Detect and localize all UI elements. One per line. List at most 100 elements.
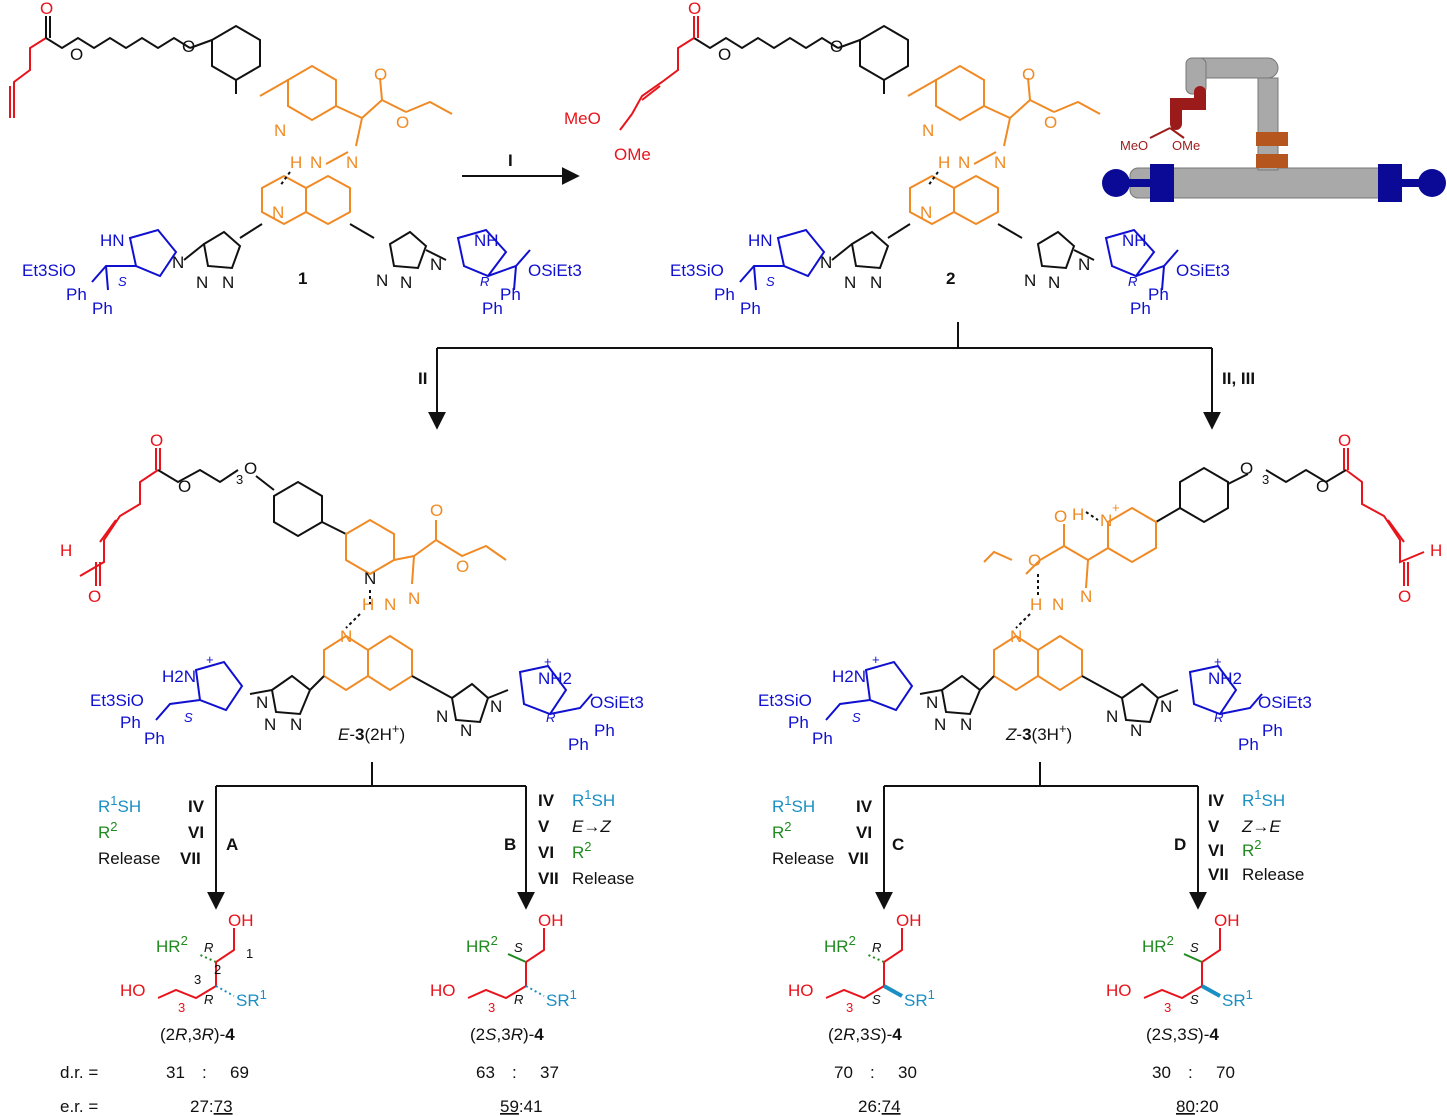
OMe-2: OMe xyxy=(614,145,651,164)
compound-Z3-structure: O H O O O 3 H N + O O N H N N xyxy=(758,431,1442,754)
Z3-carbonyl-O: O xyxy=(1338,431,1351,450)
pyrrolidine-HN-left-2: HN xyxy=(748,231,773,250)
product-SR1: SR1 xyxy=(546,987,577,1010)
dr-colon: : xyxy=(870,1063,875,1082)
stereo-R-2: R xyxy=(1128,274,1137,289)
er-value: 59:41 xyxy=(500,1097,543,1116)
C-reagent-1: R1SH xyxy=(772,793,815,816)
C2-bond xyxy=(1183,953,1203,963)
product-SR1: SR1 xyxy=(1222,987,1253,1010)
B-reagent-4: Release xyxy=(572,869,634,888)
product-HO: HO xyxy=(1106,981,1132,1000)
Z3-Ph-b-right: Ph xyxy=(1238,735,1259,754)
C2-bond xyxy=(197,953,217,963)
arrow-label-II-III: II, III xyxy=(1222,369,1255,388)
compound-2-structure: O O O MeO OMe N O O N H N N xyxy=(564,0,1230,318)
product-sub3: 3 xyxy=(488,1000,495,1015)
C2-bond xyxy=(507,953,527,963)
dr-value-a: 70 xyxy=(834,1063,853,1082)
C3-bond xyxy=(525,985,545,997)
Z3-hydrazone-N: N xyxy=(1080,587,1092,606)
Z3-plus-left: + xyxy=(872,652,880,667)
product-name: (2R,3S)-4 xyxy=(828,1025,902,1044)
product-OH: OH xyxy=(538,911,564,930)
compound-E3-structure: O H O O O 3 N O O N H N N xyxy=(60,431,644,754)
A-reagent-3: Release xyxy=(98,849,160,868)
Ph-b-right-1: Ph xyxy=(482,299,503,318)
B-reagent-2: E→Z xyxy=(572,817,611,836)
E3-triazole-N3-left: N xyxy=(290,715,302,734)
C-step-2: VI xyxy=(856,823,872,842)
product-OH: OH xyxy=(896,911,922,930)
triazole-N3-right: N xyxy=(430,255,442,274)
B-step-3: VI xyxy=(538,843,554,862)
hydrazone-core xyxy=(259,64,453,226)
OSiEt3-right-2: OSiEt3 xyxy=(1176,261,1230,280)
Z3-pyridinium-N: N xyxy=(1100,511,1112,530)
D-step-1: IV xyxy=(1208,791,1225,810)
product-HO: HO xyxy=(430,981,456,1000)
Ph-a-left-1: Ph xyxy=(66,285,87,304)
E3-NH-H: H xyxy=(362,595,374,614)
Z3-Ph-a-right: Ph xyxy=(1262,721,1283,740)
dr-colon: : xyxy=(512,1063,517,1082)
triazole-N1-right: N xyxy=(376,271,388,290)
triazole-N2-left: N xyxy=(196,273,208,292)
Z3-OSiEt3: OSiEt3 xyxy=(1258,693,1312,712)
B-step-4: VII xyxy=(538,869,559,888)
pyridine-N-2: N xyxy=(922,121,934,140)
Z3-NH-H: H xyxy=(1030,595,1042,614)
Z3-ester-O: O xyxy=(1028,551,1041,570)
C3-bond xyxy=(215,985,235,997)
dr-value-a: 31 xyxy=(166,1063,185,1082)
D-reagent-4: Release xyxy=(1242,865,1304,884)
product-sub3: 3 xyxy=(178,1000,185,1015)
E3-Ph-a-left: Ph xyxy=(120,713,141,732)
product-name: (2S,3R)-4 xyxy=(470,1025,544,1044)
E3-Et3SiO: Et3SiO xyxy=(90,691,144,710)
Z3-hbond-top xyxy=(1085,511,1099,521)
B-reagent-1: R1SH xyxy=(572,787,615,810)
C3-bond xyxy=(1201,984,1221,998)
model-MeO: MeO xyxy=(1120,138,1148,153)
Z3-sub3: 3 xyxy=(1262,472,1269,487)
Et3SiO-left-2: Et3SiO xyxy=(670,261,724,280)
dr-value-b: 69 xyxy=(230,1063,249,1082)
quinoline-N-1: N xyxy=(272,203,284,222)
product-OH: OH xyxy=(1214,911,1240,930)
pyridine-N-1: N xyxy=(274,121,286,140)
triazole-N1-left-2: N xyxy=(820,253,832,272)
triazole-N3-left: N xyxy=(222,273,234,292)
Z3-hbond-b xyxy=(1015,613,1031,629)
product-name: (2R,3R)-4 xyxy=(160,1025,235,1044)
E3-quinoline-N: N xyxy=(340,627,352,646)
product-stereo-C3: R xyxy=(514,992,523,1007)
triazole-N3-left-2: N xyxy=(870,273,882,292)
product-sub3: 3 xyxy=(1164,1000,1171,1015)
B-letter: B xyxy=(504,835,516,854)
ester-O-2: O xyxy=(718,45,731,64)
E3-aldehyde-O: O xyxy=(88,587,101,606)
E3-NH-N: N xyxy=(384,595,396,614)
dr-colon: : xyxy=(1188,1063,1193,1082)
E3-Ph-b-right: Ph xyxy=(568,735,589,754)
quinoline-N-2: N xyxy=(920,203,932,222)
Z3-Et3SiO: Et3SiO xyxy=(758,691,812,710)
D-reagent-3: R2 xyxy=(1242,837,1262,860)
E3-triazole-N1-right: N xyxy=(436,707,448,726)
left-triazole-pyrrolidine xyxy=(183,223,263,270)
A-reagent-2: R2 xyxy=(98,819,118,842)
Z3-plus-pyr: + xyxy=(1112,500,1120,515)
Z3-triazole-N3-right: N xyxy=(1160,697,1172,716)
branch-arrows xyxy=(207,762,1207,910)
product-sub3: 3 xyxy=(846,1000,853,1015)
E3-plus-left: + xyxy=(206,652,214,667)
E3-pyridine-N: N xyxy=(364,569,376,588)
Z3-triazole-N1-left: N xyxy=(926,693,938,712)
C-step-3: VII xyxy=(848,849,869,868)
ester-linker xyxy=(45,16,261,94)
E3-label: E-3(2H+) xyxy=(338,721,405,744)
